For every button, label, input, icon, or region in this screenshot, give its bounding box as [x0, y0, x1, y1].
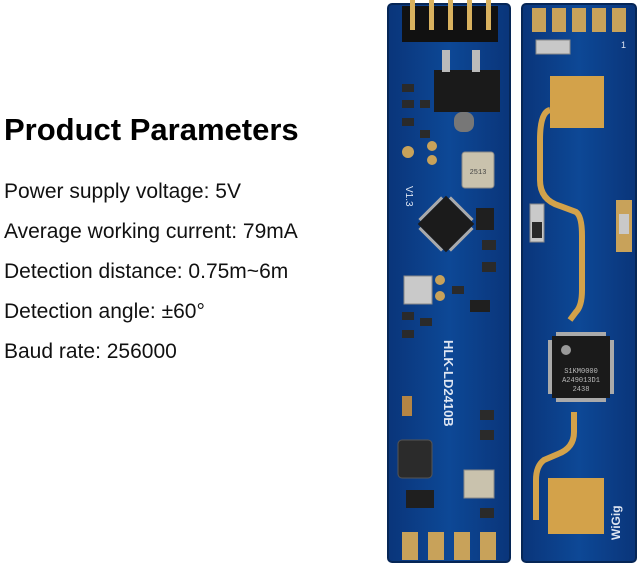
- small-module: [463, 469, 495, 499]
- radar-module-illustration: 2513 V1.3 HLK-LD2410B: [387, 0, 637, 563]
- receive-antenna-patch: [548, 478, 604, 534]
- board-back-side: 2513 V1.3 HLK-LD2410B: [387, 0, 511, 563]
- brand-label: WiGig: [609, 505, 623, 540]
- sensor-component: [403, 275, 433, 305]
- radar-chip: S1KM0000 A249013D1 2438: [548, 332, 614, 402]
- chip-marking-2: A249013D1: [562, 377, 600, 385]
- microcontroller-chip: [417, 195, 475, 253]
- inductor: [397, 439, 433, 479]
- version-label: V1.3: [403, 186, 414, 207]
- voltage-regulator: [434, 70, 500, 112]
- param-detection-angle: Detection angle: ±60°: [4, 300, 205, 323]
- param-power-voltage: Power supply voltage: 5V: [4, 180, 241, 203]
- page-title: Product Parameters: [4, 112, 299, 147]
- crystal-label: 2513: [470, 169, 487, 177]
- param-working-current: Average working current: 79mA: [4, 220, 298, 243]
- param-baud-rate: Baud rate: 256000: [4, 340, 177, 363]
- chip-marking-3: 2438: [573, 386, 590, 394]
- parameter-list: Power supply voltage: 5V Average working…: [4, 176, 298, 376]
- product-photo: 2513 V1.3 HLK-LD2410B: [380, 0, 640, 566]
- param-detection-distance: Detection distance: 0.75m~6m: [4, 260, 289, 283]
- transmit-antenna-patch: [550, 76, 604, 128]
- pin-one-label: 1: [621, 40, 626, 50]
- crystal-oscillator: [461, 151, 495, 189]
- board-antenna-side: 1 S1KM0000 A249013D1 2438: [521, 3, 637, 563]
- model-label: HLK-LD2410B: [441, 340, 456, 427]
- chip-marking-1: S1KM0000: [564, 368, 598, 376]
